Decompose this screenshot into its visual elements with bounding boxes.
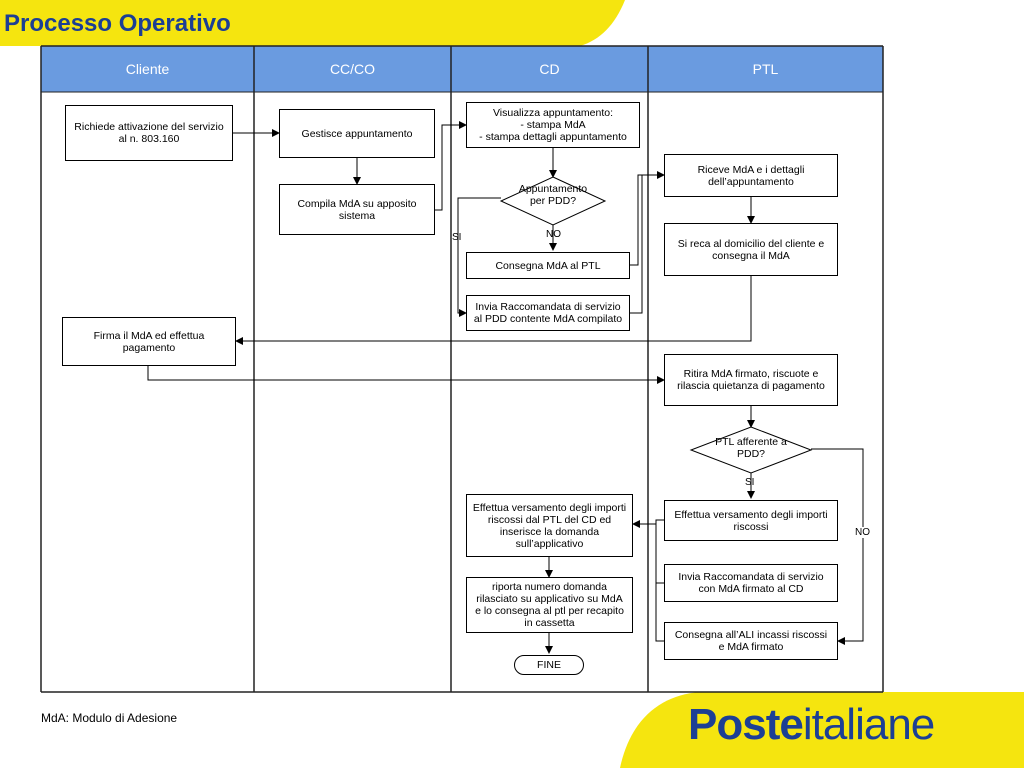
node-firma: Firma il MdA ed effettua pagamento [62, 317, 236, 366]
lane-header-cliente: Cliente [125, 61, 170, 77]
edge-compila-visualizza [434, 121, 467, 211]
node-invia-racc-pdd: Invia Raccomandata di servizio al PDD co… [466, 295, 630, 331]
logo-italiane: italiane [802, 700, 935, 749]
edge-consegna-riceve [630, 171, 665, 266]
lane-header-ptl: PTL [752, 61, 779, 77]
edge-invia-riceve [630, 175, 643, 314]
node-compila: Compila MdA su apposito sistema [279, 184, 435, 235]
edge-diamond-invia [457, 197, 501, 317]
page-title: Processo Operativo [4, 10, 231, 37]
node-si-reca: Si reca al domicilio del cliente e conse… [664, 223, 838, 276]
node-riporta: riporta numero domanda rilasciato su app… [466, 577, 633, 633]
posteitaliane-logo: Posteitaliane [688, 700, 935, 750]
edge-consegnaali-effettuacd [655, 583, 664, 642]
edge-label-no-2: NO [855, 527, 870, 538]
edge-diamond-consegnaali [811, 448, 864, 645]
edge-label-si-1: SI [452, 232, 462, 243]
decision-appuntamento-pdd: Appuntamento per PDD? [518, 183, 588, 207]
node-consegna-ali: Consegna all’ALI incassi riscossi e MdA … [664, 622, 838, 660]
edge-label-no-1: NO [546, 229, 561, 240]
lane-header-bar [41, 46, 883, 92]
logo-poste: Poste [688, 700, 804, 749]
lane-header-cd: CD [539, 61, 560, 77]
node-effettua-cd: Effettua versamento degli importi riscos… [466, 494, 633, 557]
footnote: MdA: Modulo di Adesione [41, 711, 178, 725]
edge-firma-ritira [147, 366, 665, 384]
node-richiede: Richiede attivazione del servizio al n. … [65, 105, 233, 161]
node-gestisce: Gestisce appuntamento [279, 109, 435, 158]
edge-sireca-firma [235, 276, 752, 345]
node-riceve: Riceve MdA e i dettagli dell’appuntament… [664, 154, 838, 197]
edge-effettuaptl-effettuacd [632, 519, 664, 528]
node-consegna-mda-ptl: Consegna MdA al PTL [466, 252, 630, 279]
node-invia-racc-cd: Invia Raccomandata di servizio con MdA f… [664, 564, 838, 602]
node-effettua-ptl: Effettua versamento degli importi riscos… [664, 500, 838, 541]
lane-header-cc-co: CC/CO [329, 61, 376, 77]
bottom-yellow-blob [620, 692, 1024, 768]
top-yellow-band [0, 0, 625, 46]
edge-inviacd-effettuacd [655, 524, 664, 584]
node-visualizza: Visualizza appuntamento: - stampa MdA - … [466, 102, 640, 148]
decision-ptl-afferente: PTL afferente a PDD? [715, 436, 787, 460]
node-ritira: Ritira MdA firmato, riscuote e rilascia … [664, 354, 838, 406]
decision-appuntamento-pdd-shape [499, 176, 607, 226]
node-fine: FINE [514, 655, 584, 675]
edge-label-si-2: SI [745, 477, 755, 488]
decision-ptl-afferente-shape [689, 426, 813, 474]
